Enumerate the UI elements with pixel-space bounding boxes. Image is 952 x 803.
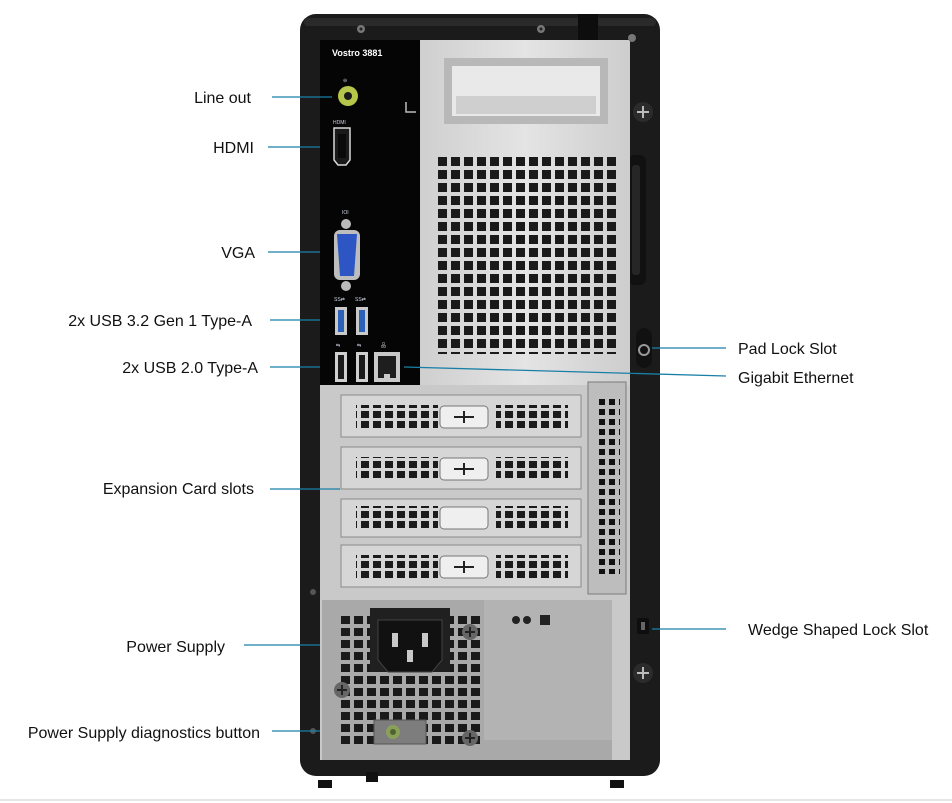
svg-text:SS⇄: SS⇄ bbox=[355, 297, 366, 303]
pad-lock-ring-icon bbox=[636, 328, 652, 368]
expansion-slots bbox=[340, 381, 627, 595]
vga-port: IOI bbox=[334, 210, 360, 291]
expansion-slot bbox=[340, 544, 582, 588]
label-usb2: 2x USB 2.0 Type-A bbox=[122, 360, 258, 377]
svg-text:IOI: IOI bbox=[342, 210, 349, 216]
label-psu-diagnostics: Power Supply diagnostics button bbox=[28, 725, 260, 742]
vent-grid bbox=[437, 156, 619, 354]
expansion-slot bbox=[340, 446, 582, 490]
label-expansion: Expansion Card slots bbox=[103, 481, 254, 498]
usb2-ports: ⇆ ⇆ bbox=[335, 343, 368, 382]
psu-diagnostics-button bbox=[373, 719, 427, 745]
expansion-slot bbox=[340, 498, 582, 538]
hdmi-port: HDMI bbox=[333, 120, 351, 166]
svg-text:⇆: ⇆ bbox=[336, 343, 340, 349]
svg-text:HDMI: HDMI bbox=[333, 120, 346, 126]
power-socket-icon bbox=[370, 608, 450, 673]
label-power-supply: Power Supply bbox=[126, 639, 225, 656]
psu-screw-icons bbox=[334, 624, 478, 746]
label-hdmi: HDMI bbox=[213, 140, 254, 157]
svg-text:⇆: ⇆ bbox=[357, 343, 361, 349]
leader-lines bbox=[244, 96, 727, 732]
svg-text:品: 品 bbox=[381, 343, 386, 349]
callout-labels: Line out HDMI VGA 2x USB 3.2 Gen 1 Type-… bbox=[28, 90, 929, 742]
label-wedge-lock: Wedge Shaped Lock Slot bbox=[748, 622, 929, 639]
svg-text:⊖: ⊖ bbox=[343, 78, 347, 84]
label-pad-lock: Pad Lock Slot bbox=[738, 341, 837, 358]
power-supply bbox=[322, 600, 612, 760]
label-line-out: Line out bbox=[194, 90, 251, 107]
handle-cutout bbox=[444, 58, 608, 124]
wedge-lock-slot-icon bbox=[637, 618, 649, 634]
expansion-slot bbox=[340, 394, 582, 438]
line-out-port: ⊖ bbox=[338, 78, 358, 106]
usb3-ports: SS⇄ SS⇄ bbox=[334, 297, 368, 335]
svg-text:SS⇄: SS⇄ bbox=[334, 297, 345, 303]
model-name: Vostro 3881 bbox=[332, 48, 382, 58]
thumbscrew-icons bbox=[633, 102, 653, 683]
label-vga: VGA bbox=[221, 245, 255, 262]
label-usb3: 2x USB 3.2 Gen 1 Type-A bbox=[68, 313, 252, 330]
screw-icons bbox=[310, 25, 636, 734]
label-ethernet: Gigabit Ethernet bbox=[738, 370, 854, 387]
ethernet-port: 品 bbox=[374, 343, 400, 382]
